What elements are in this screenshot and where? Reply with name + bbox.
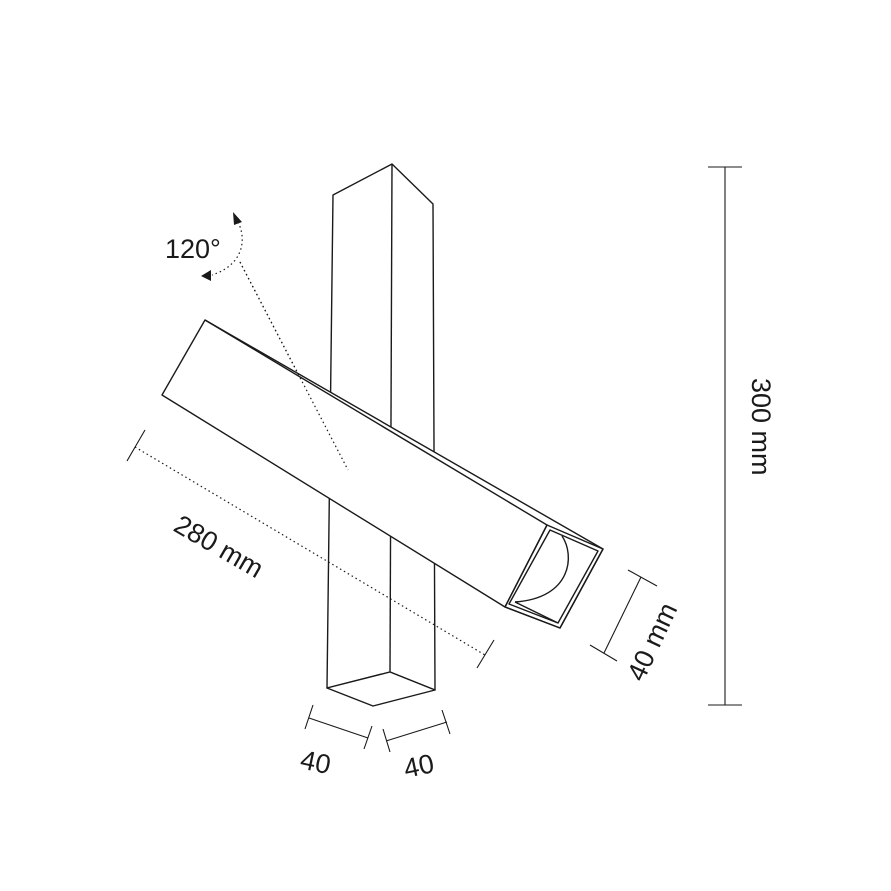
tilted-head-bar [161,261,604,629]
base-width-right-label: 40 [401,748,437,784]
height-label: 300 mm [746,378,776,476]
rotation-label: 120° [165,234,221,264]
head-width-label: 40 mm [621,598,683,685]
height-dimension: 300 mm [708,166,776,706]
lens-opening [504,524,604,629]
base-width-dimensions: 40 40 [298,704,451,784]
head-width-dimension: 40 mm [589,569,683,686]
base-width-left-label: 40 [298,745,334,781]
arrow-left-icon [201,270,211,281]
lens-icon [514,535,569,603]
rotation-arc [211,221,243,276]
arrow-up-icon [233,212,242,225]
length-label: 280 mm [169,509,268,584]
vertical-bar-bottom-cap [326,671,436,707]
